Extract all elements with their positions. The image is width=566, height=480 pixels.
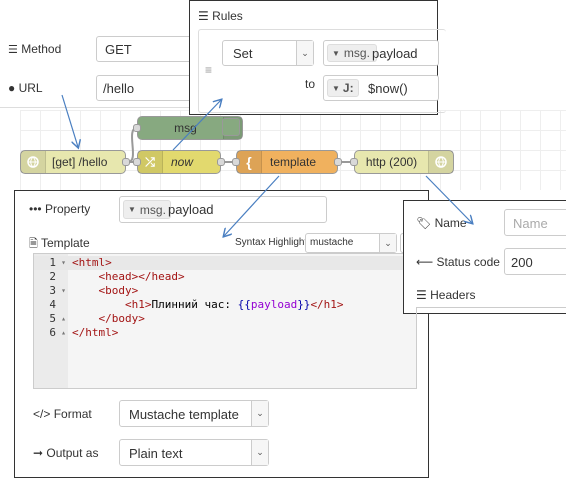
template-output-port[interactable] [334, 158, 342, 166]
fold-arrow-icon[interactable]: ▾ [61, 286, 66, 295]
caret-down-icon: ▼ [128, 205, 136, 214]
rules-panel: ☰ Rules ≡ Set ⌄ ▼ msg. payload to ▼ J: $… [189, 0, 446, 115]
code-icon: </> [33, 407, 51, 421]
url-input[interactable]: /hello [96, 75, 206, 101]
line-number: 2 [49, 270, 56, 283]
template-label: 🗎 Template [29, 236, 90, 250]
chevron-down-icon: ⌄ [251, 440, 268, 465]
drag-handle-icon[interactable]: ≡ [205, 63, 213, 77]
output-as-select[interactable]: Plain text ⌄ [119, 439, 269, 466]
template-code-editor[interactable]: 1▾ 2 3▾ 4 5▴ 6▴ <html> <head></head> <bo… [33, 253, 417, 389]
typed-input-type[interactable]: ▼ msg. [123, 200, 171, 219]
http-response-panel: 🏷 Name Name ⟵ Status code 200 ☰ Headers [403, 200, 566, 315]
line-number: 4 [49, 298, 56, 311]
template-node-label: template [270, 155, 317, 169]
change-node-label: now [171, 155, 194, 169]
format-select[interactable]: Mustache template ⌄ [119, 400, 269, 427]
method-label: ☰ Method [8, 42, 62, 56]
url-label: ● URL [8, 81, 43, 95]
name-label: 🏷 Name [416, 216, 467, 230]
globe-icon: ● [8, 81, 16, 95]
output-as-label: ➞ Output as [33, 446, 99, 460]
method-select[interactable]: GET [96, 36, 206, 62]
http-out-node[interactable]: http (200) [354, 150, 454, 174]
code-line: <html> [72, 256, 112, 269]
status-code-label: ⟵ Status code [416, 255, 500, 269]
rule-row [198, 29, 446, 113]
line-number: 1▾ [49, 256, 66, 269]
chevron-down-icon: ⌄ [296, 41, 313, 65]
to-label: to [305, 77, 316, 91]
template-config-panel: ••• Property ▼ msg. payload 🗎 Template S… [14, 190, 429, 478]
arrow-right-icon: ➞ [33, 446, 44, 460]
debug-toggle-button[interactable] [222, 118, 240, 136]
msg-node-label: msg [174, 121, 197, 135]
jsonata-icon: J: [342, 81, 354, 95]
editor-gutter [34, 254, 68, 388]
typed-input-type[interactable]: ▼ J: [327, 79, 359, 97]
rule-action-select[interactable]: Set ⌄ [222, 40, 314, 66]
caret-down-icon: ▼ [332, 48, 340, 58]
code-line: <body> [98, 284, 139, 297]
caret-down-icon: ▼ [332, 83, 340, 93]
msg-input-port[interactable] [133, 124, 141, 132]
typed-input-type[interactable]: ▼ msg. [327, 44, 377, 62]
code-line: <head></head> [98, 270, 185, 283]
code-line: <h1>Плинний час: {{payload}}</h1> [124, 298, 344, 311]
arrow-left-icon: ⟵ [416, 255, 434, 269]
template-input-port[interactable] [232, 158, 240, 166]
property-label: ••• Property [29, 202, 91, 216]
file-code-icon: 🗎 [29, 238, 38, 250]
syntax-highlight-label: Syntax Highlight: [235, 237, 311, 248]
syntax-highlight-select[interactable]: mustache ⌄ [305, 233, 397, 253]
name-input[interactable]: Name [504, 209, 566, 236]
fold-arrow-icon[interactable]: ▴ [61, 328, 66, 337]
property-input[interactable]: ▼ msg. payload [119, 196, 327, 223]
chevron-down-icon: ⌄ [251, 401, 268, 426]
active-line-highlight [34, 256, 416, 270]
tag-icon: 🏷 [416, 216, 432, 230]
code-line: </body> [98, 312, 145, 325]
globe-icon [428, 151, 453, 173]
change-output-port[interactable] [217, 158, 225, 166]
change-input-port[interactable] [133, 158, 141, 166]
fold-arrow-icon[interactable]: ▴ [61, 314, 66, 323]
globe-icon [21, 151, 46, 173]
rule-target-input[interactable]: ▼ msg. payload [323, 40, 439, 66]
headers-list [416, 307, 566, 315]
format-label: </> Format [33, 407, 92, 421]
http-in-config-panel: ☰ Method GET ● URL /hello [0, 30, 206, 108]
headers-label: ☰ Headers [416, 288, 476, 302]
line-number: 6▴ [49, 326, 66, 339]
http-in-node[interactable]: [get] /hello [20, 150, 126, 174]
shuffle-icon: ⤮ [138, 151, 163, 173]
list-icon: ☰ [8, 44, 18, 56]
http-in-output-port[interactable] [122, 158, 130, 166]
fold-arrow-icon[interactable]: ▾ [61, 258, 66, 267]
rules-title: ☰ Rules [198, 9, 243, 23]
template-node[interactable]: { template [236, 150, 338, 174]
ellipsis-icon: ••• [29, 202, 42, 216]
http-out-input-port[interactable] [350, 158, 358, 166]
line-number: 5▴ [49, 312, 66, 325]
list-icon: ☰ [198, 9, 209, 23]
code-line: </html> [72, 326, 119, 339]
change-node[interactable]: ⤮ now [137, 150, 221, 174]
list-icon: ☰ [416, 288, 427, 302]
http-in-node-label: [get] /hello [52, 155, 108, 169]
status-code-input[interactable]: 200 [504, 248, 566, 275]
rule-source-input[interactable]: ▼ J: $now() [323, 75, 439, 101]
braces-icon: { [237, 151, 262, 173]
http-out-node-label: http (200) [365, 155, 418, 169]
wire-http-in-to-msg [127, 127, 138, 163]
chevron-down-icon: ⌄ [379, 234, 396, 252]
line-number: 3▾ [49, 284, 66, 297]
